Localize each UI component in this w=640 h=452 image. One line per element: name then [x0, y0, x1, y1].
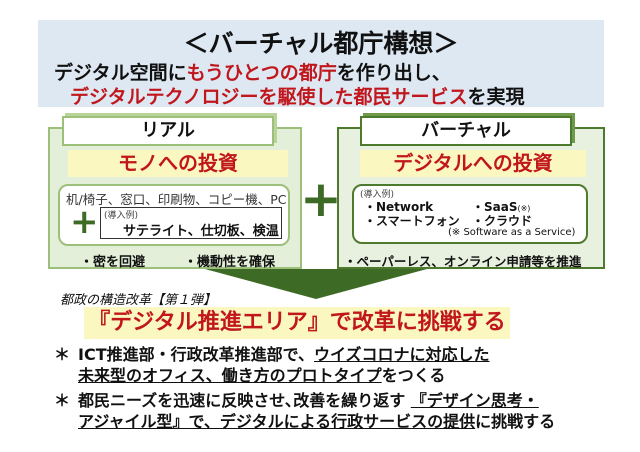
underlined-text: ウイズコロナに対応した [313, 345, 490, 364]
real-items: 机/椅子、窓口、印刷物、コピー機、PC [66, 192, 287, 207]
footnote-mark: (※) [517, 204, 531, 213]
down-arrow-icon [205, 269, 427, 299]
header-box: ＜バーチャル都庁構想＞ デジタル空間にもうひとつの都庁を作り出し、 デジタルテク… [38, 20, 604, 109]
real-example: サテライト、仕切板、検温 [123, 224, 279, 239]
virtual-tab: バーチャル [360, 116, 572, 146]
virtual-invest-banner: デジタルへの投資 [360, 150, 586, 177]
reform-banner: 『デジタル推進エリア』で改革に挑戦する [84, 307, 510, 339]
underlined-text: 『デザイン思考・ [410, 391, 539, 410]
real-items-box: 机/椅子、窓口、印刷物、コピー機、PC + (導入例) サテライト、仕切板、検温 [58, 184, 290, 246]
text: を作り出し、 [336, 62, 451, 84]
real-tab: リアル [62, 116, 274, 146]
plus-icon: + [70, 202, 99, 242]
bullet-mark: ＊ [54, 345, 71, 364]
footnote: (※ Software as a Service) [448, 227, 576, 238]
text: ICT推進部・行政改革推進部で、 [78, 345, 314, 364]
text: 都民ニーズを迅速に反映させ､改善を繰り返す [78, 391, 411, 410]
real-point-2: ・機動性を確保 [184, 255, 276, 270]
item-cloud: ・クラウド [472, 214, 533, 228]
real-example-box: (導入例) サテライト、仕切板、検温 [100, 207, 282, 239]
subtitle-line-2: デジタルテクノロジーを駆使した都民サービスを実現 [70, 82, 525, 109]
subtitle-line-1: デジタル空間にもうひとつの都庁を作り出し、 [54, 58, 451, 85]
text: に挑戦する [475, 412, 556, 431]
example-label: (導入例) [360, 190, 395, 200]
plus-icon-large: + [300, 170, 342, 228]
highlight-text: デジタルテクノロジーを駆使した都民サービス [70, 86, 468, 108]
underlined-text: アジャイル型』で、デジタルによる行政サービスの提供 [78, 412, 476, 431]
bullet-mark: ＊ [54, 391, 71, 410]
item-saas: ・SaaS [472, 200, 518, 214]
underlined-text: 未来型のオフィス、働き方のプロトタイプ [78, 366, 382, 385]
text: を実現 [467, 86, 525, 108]
item-network: ・Network [364, 200, 434, 214]
example-label: (導入例) [104, 211, 139, 221]
virtual-items-box: (導入例) ・Network ・SaaS(※) ・スマートフォン ・クラウド (… [352, 184, 588, 244]
reform-subtitle: 都政の構造改革【第１弾】 [60, 293, 217, 308]
text: をつくる [381, 366, 446, 385]
bullet-1: ＊ ICT推進部・行政改革推進部で、ウイズコロナに対応した 未来型のオフィス、働… [54, 344, 490, 385]
page-title: ＜バーチャル都庁構想＞ [183, 29, 459, 58]
highlight-text: もうひとつの都庁 [186, 62, 337, 84]
real-point-1: ・密を回避 [80, 255, 146, 270]
real-invest-banner: モノへの投資 [68, 150, 288, 177]
text: デジタル空間に [54, 62, 187, 84]
virtual-point: ・ペーパーレス、オンライン申請等を推進 [344, 254, 582, 269]
item-smartphone: ・スマートフォン [364, 214, 460, 228]
bullet-2: ＊ 都民ニーズを迅速に反映させ､改善を繰り返す 『デザイン思考・ アジャイル型』… [54, 390, 555, 431]
